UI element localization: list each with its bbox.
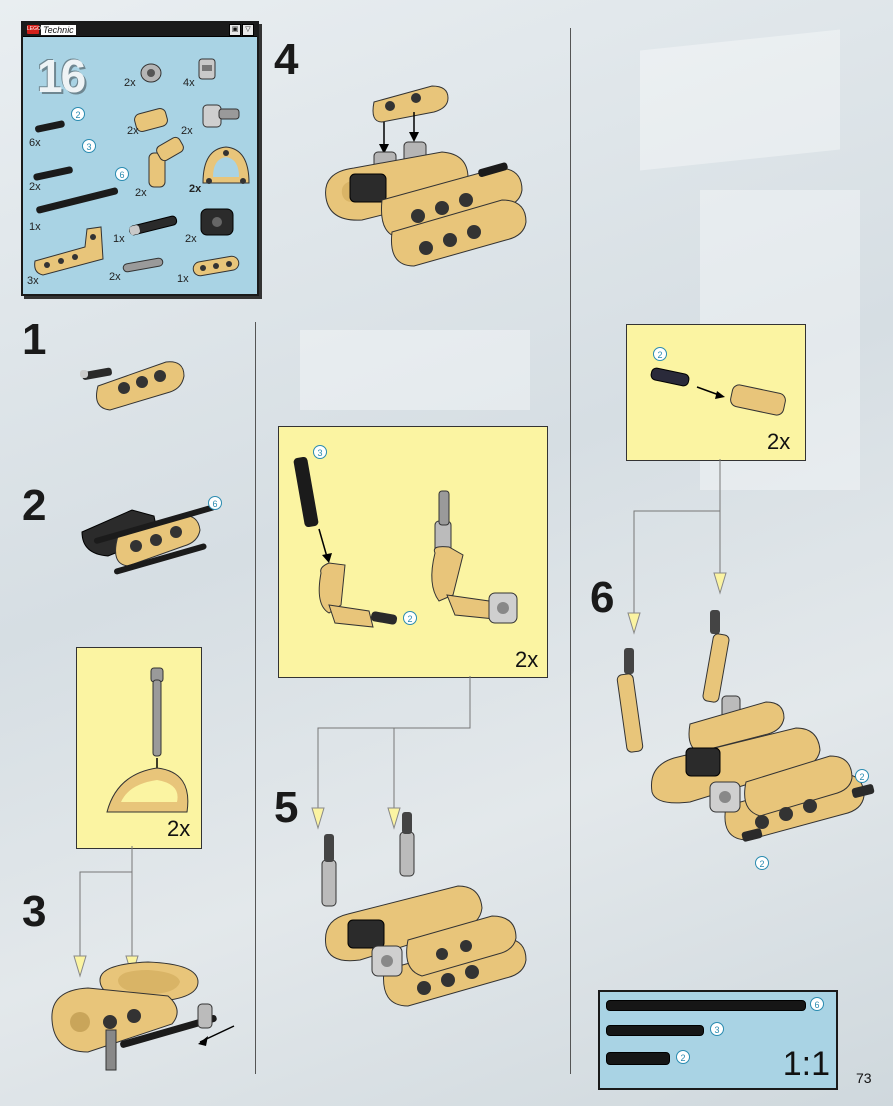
part-qty: 2x [181, 125, 193, 137]
step1-assembly [80, 361, 185, 411]
step2-assembly [81, 504, 216, 575]
axle-length-badge: 3 [710, 1022, 724, 1036]
part-qty: 2x [189, 183, 202, 195]
pin-with-axle-part [129, 215, 178, 236]
grey-axle-pin-part [122, 257, 164, 273]
axle-length-badge: 2 [676, 1050, 690, 1064]
step6-subassembly-box: 2 2x [626, 324, 806, 461]
header-icon: ▣ [229, 24, 241, 36]
scale-label: 1:1 [782, 1045, 830, 1083]
part-qty: 6x [29, 137, 41, 149]
axle-6-reference [606, 1000, 806, 1011]
part-qty: 2x [185, 233, 197, 245]
axle-length-badge: 3 [82, 139, 96, 153]
step5-assembly [321, 812, 527, 1007]
part-qty: 1x [177, 273, 189, 285]
brand-label: Technic [41, 24, 76, 35]
step-number-2: 2 [22, 481, 47, 530]
step6-assembly [616, 610, 875, 842]
l-beam-part [34, 226, 104, 276]
step3-assembly [51, 961, 235, 1071]
part-qty: 2x [135, 187, 147, 199]
background-shape [300, 330, 530, 410]
step4-assembly [325, 85, 527, 267]
axle-length-badge: 6 [115, 167, 129, 181]
substep-number: 16 [37, 50, 86, 102]
part-qty: 2x [109, 271, 121, 283]
beam-3-part [192, 255, 240, 277]
step5-connector-arrows [311, 676, 471, 830]
step3-subassembly-box: 2x [76, 647, 202, 849]
axle-length-badge: 2 [755, 856, 769, 870]
step3-connector-arrows [73, 846, 139, 978]
axle-length-badge: 6 [810, 997, 824, 1011]
step3-sub-parts [106, 667, 189, 813]
axle-joiner-part [134, 108, 168, 132]
axle-2-reference [606, 1052, 670, 1065]
axle-length-badge: 2 [403, 611, 417, 625]
part-qty: 1x [29, 221, 41, 233]
axle-3-part [33, 166, 73, 181]
parts-list-box: LEGO Technic ▣ ▽ 16 2x 4x 2 6x 2x 2x 3 2… [21, 21, 259, 296]
curved-half-beam-part [202, 146, 250, 184]
scale-reference-box: 6 3 2 1:1 [598, 990, 838, 1090]
part-qty: 2x [29, 181, 41, 193]
quantity-multiplier: 2x [167, 816, 191, 841]
step5-subassembly-box: 3 2 2x [278, 426, 548, 678]
brand-logo-mark: LEGO [27, 25, 41, 34]
axle-length-badge: 2 [71, 107, 85, 121]
parts-header-bar: LEGO Technic ▣ ▽ [23, 23, 257, 37]
part-qty: 2x [124, 77, 136, 89]
part-qty: 3x [27, 275, 39, 287]
header-icon: ▽ [242, 24, 254, 36]
step-number-1: 1 [22, 315, 47, 364]
step6-connector-arrows [627, 459, 727, 635]
brand-logo: LEGO Technic [27, 24, 76, 35]
axle-length-badge: 2 [855, 769, 869, 783]
quantity-multiplier: 2x [767, 429, 791, 454]
bush-part [140, 63, 162, 83]
angle-connector-part [148, 136, 184, 188]
axle-pin-connector-part [202, 104, 240, 128]
step5-sub-parts [293, 456, 518, 628]
step-number-5: 5 [274, 783, 299, 832]
step-number-6: 6 [590, 573, 615, 622]
connector-peg-part [198, 58, 216, 80]
background-shape [640, 29, 840, 171]
cross-block-part [200, 208, 234, 236]
axle-3-reference [606, 1025, 704, 1036]
part-qty: 4x [183, 77, 195, 89]
step-number-3: 3 [22, 887, 47, 936]
part-qty: 1x [113, 233, 125, 245]
axle-length-badge: 3 [313, 445, 327, 459]
part-qty: 2x [127, 125, 139, 137]
axle-2-part [35, 120, 65, 133]
column-divider [255, 322, 256, 1074]
axle-length-badge: 2 [653, 347, 667, 361]
step-number-4: 4 [274, 35, 299, 84]
page-number: 73 [856, 1070, 872, 1086]
axle-6-part [36, 187, 119, 214]
quantity-multiplier: 2x [515, 647, 539, 672]
axle-length-badge: 6 [208, 496, 222, 510]
column-divider [570, 28, 571, 1074]
step6-sub-parts [650, 367, 786, 416]
